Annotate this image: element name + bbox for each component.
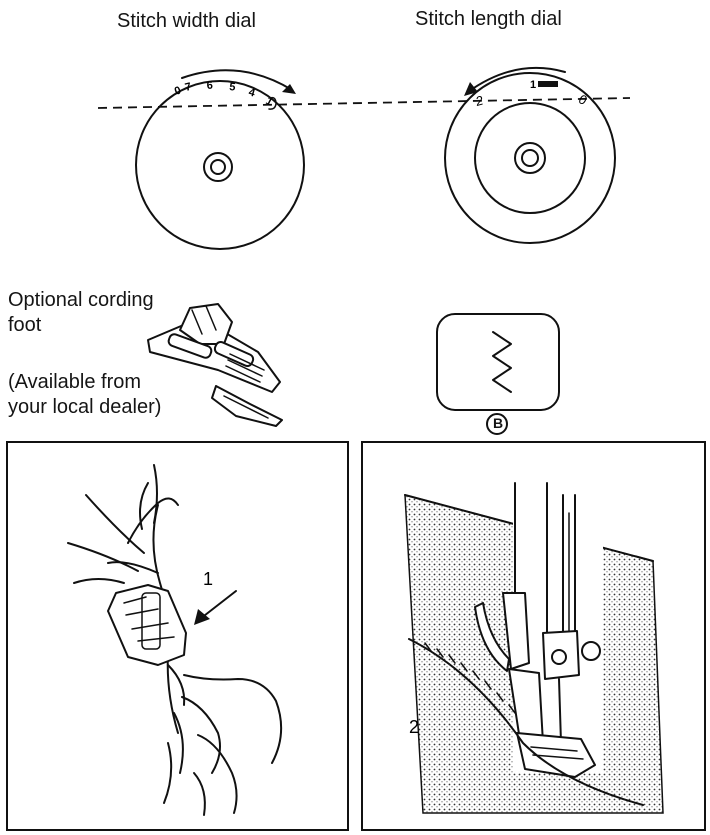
pattern-letter: B bbox=[492, 415, 504, 431]
width-dial-mark: 0 bbox=[173, 84, 183, 97]
cording-foot-illustration bbox=[147, 303, 283, 427]
width-dial-mark: 4 bbox=[247, 86, 257, 99]
length-dial-mark: 0 bbox=[577, 91, 589, 108]
width-dial-mark: 6 bbox=[206, 80, 213, 92]
width-dial-mark: 1 bbox=[264, 95, 275, 108]
availability-line2: your local dealer) bbox=[8, 396, 162, 418]
stitch-pattern-b bbox=[436, 313, 560, 435]
dial-reference-line bbox=[97, 97, 631, 109]
width-dial-mark: 5 bbox=[229, 81, 236, 94]
width-dial-mark: 7 bbox=[184, 81, 193, 94]
sewing-cord-illustration: 2 bbox=[404, 482, 664, 814]
step-1-panel: 1 bbox=[6, 441, 349, 831]
length-dial-mark: 1 bbox=[530, 79, 536, 91]
cording-foot-label-line2: foot bbox=[8, 314, 42, 336]
step-2-panel: 2 bbox=[361, 441, 706, 831]
step-2-number: 2 bbox=[409, 717, 419, 737]
length-dial-mark: 2 bbox=[473, 92, 486, 109]
zigzag-stitch-icon bbox=[492, 331, 512, 393]
stitch-width-dial: 0 7 6 5 4 1 2 1 0 bbox=[97, 66, 631, 250]
threading-cord-illustration: 1 bbox=[67, 464, 283, 816]
stitch-length-dial-label: Stitch length dial bbox=[415, 8, 562, 30]
availability-line1: (Available from bbox=[8, 371, 142, 393]
cording-foot-label-line1: Optional cording bbox=[8, 289, 154, 311]
stitch-width-dial-label: Stitch width dial bbox=[117, 10, 256, 32]
step-1-number: 1 bbox=[203, 569, 213, 589]
